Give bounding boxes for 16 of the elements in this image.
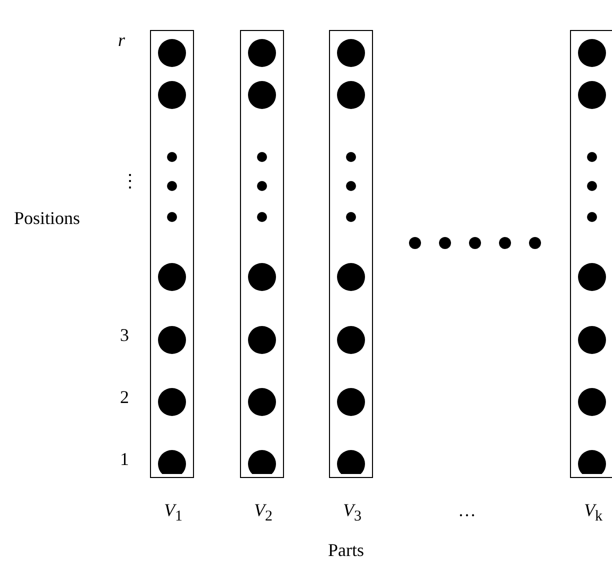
axis-title: Parts bbox=[328, 540, 364, 561]
position-label: 1 bbox=[120, 449, 129, 470]
part-label: V$_{3}$ bbox=[343, 500, 362, 526]
ellipsis-label: … bbox=[458, 500, 476, 521]
part-label: V$_{2}$ bbox=[254, 500, 272, 526]
position-label: ⋮ bbox=[121, 170, 139, 192]
position-label: 3 bbox=[120, 325, 129, 346]
part-column-box bbox=[150, 30, 194, 478]
part-column-box bbox=[240, 30, 284, 478]
part-column-box bbox=[570, 30, 612, 478]
part-label: V$_{1}$ bbox=[164, 500, 182, 526]
axis-title: Positions bbox=[14, 208, 80, 229]
position-label: 2 bbox=[120, 387, 129, 408]
part-label: V$_{k}$ bbox=[584, 500, 602, 526]
part-column-box bbox=[329, 30, 373, 478]
position-label: r bbox=[118, 30, 126, 51]
